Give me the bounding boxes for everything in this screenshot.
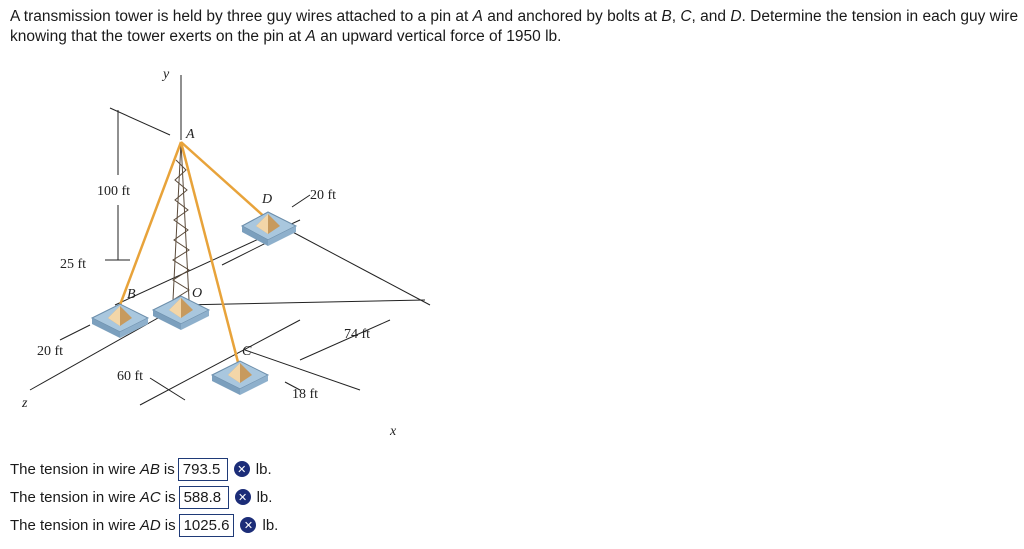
z-axis-line <box>29 304 182 391</box>
x-axis-line <box>180 299 426 306</box>
base-C <box>210 360 270 395</box>
answer-input-AD[interactable]: 1025.6 <box>178 513 235 537</box>
label-A: A <box>185 127 195 142</box>
label-O: O <box>192 286 202 301</box>
dim-18ft: 18 ft <box>292 387 318 402</box>
label-x: x <box>389 424 397 439</box>
answer-input-AC[interactable]: 588.8 <box>178 485 229 509</box>
label-z: z <box>21 396 28 411</box>
base-D <box>240 211 298 246</box>
answer-row-AD: The tension in wire AD is 1025.6 ✕ lb. <box>10 511 278 539</box>
wire-AD <box>180 141 269 221</box>
label-B: B <box>127 287 136 302</box>
answer-input-AB[interactable]: 793.5 <box>177 457 228 481</box>
problem-statement: A transmission tower is held by three gu… <box>10 8 1019 45</box>
incorrect-icon: ✕ <box>234 489 251 505</box>
tower-diagram: y A D B O C z x 100 ft 20 ft 25 ft 20 ft… <box>21 67 431 439</box>
dim-100ft: 100 ft <box>97 184 130 199</box>
tower-figure: y A D B O C z x 100 ft 20 ft 25 ft 20 ft… <box>0 60 460 445</box>
base-B <box>90 303 150 338</box>
guy-wires <box>118 141 269 371</box>
dim-20ft-left: 20 ft <box>37 344 63 359</box>
ground-line-5 <box>269 219 431 306</box>
incorrect-icon: ✕ <box>240 517 257 533</box>
incorrect-icon: ✕ <box>233 461 250 477</box>
answer-row-AC: The tension in wire AC is 588.8 ✕ lb. <box>10 483 278 511</box>
label-y: y <box>161 67 170 82</box>
answer-row-AB: The tension in wire AB is 793.5 ✕ lb. <box>10 455 278 483</box>
tower-lattice <box>172 141 190 301</box>
wire-AC <box>179 141 242 371</box>
ground-line-2 <box>59 324 91 341</box>
label-D: D <box>261 192 272 207</box>
dim-20ft-top: 20 ft <box>310 188 336 203</box>
dim-60ft: 60 ft <box>117 369 143 384</box>
wire-AB <box>118 141 183 306</box>
dim-74ft: 74 ft <box>344 327 370 342</box>
base-O <box>151 295 211 330</box>
answers-section: The tension in wire AB is 793.5 ✕ lb. Th… <box>10 455 278 539</box>
label-C: C <box>242 344 252 359</box>
ground-line-6 <box>139 319 301 406</box>
ground-line-4 <box>244 349 361 391</box>
dim-25ft: 25 ft <box>60 257 86 272</box>
